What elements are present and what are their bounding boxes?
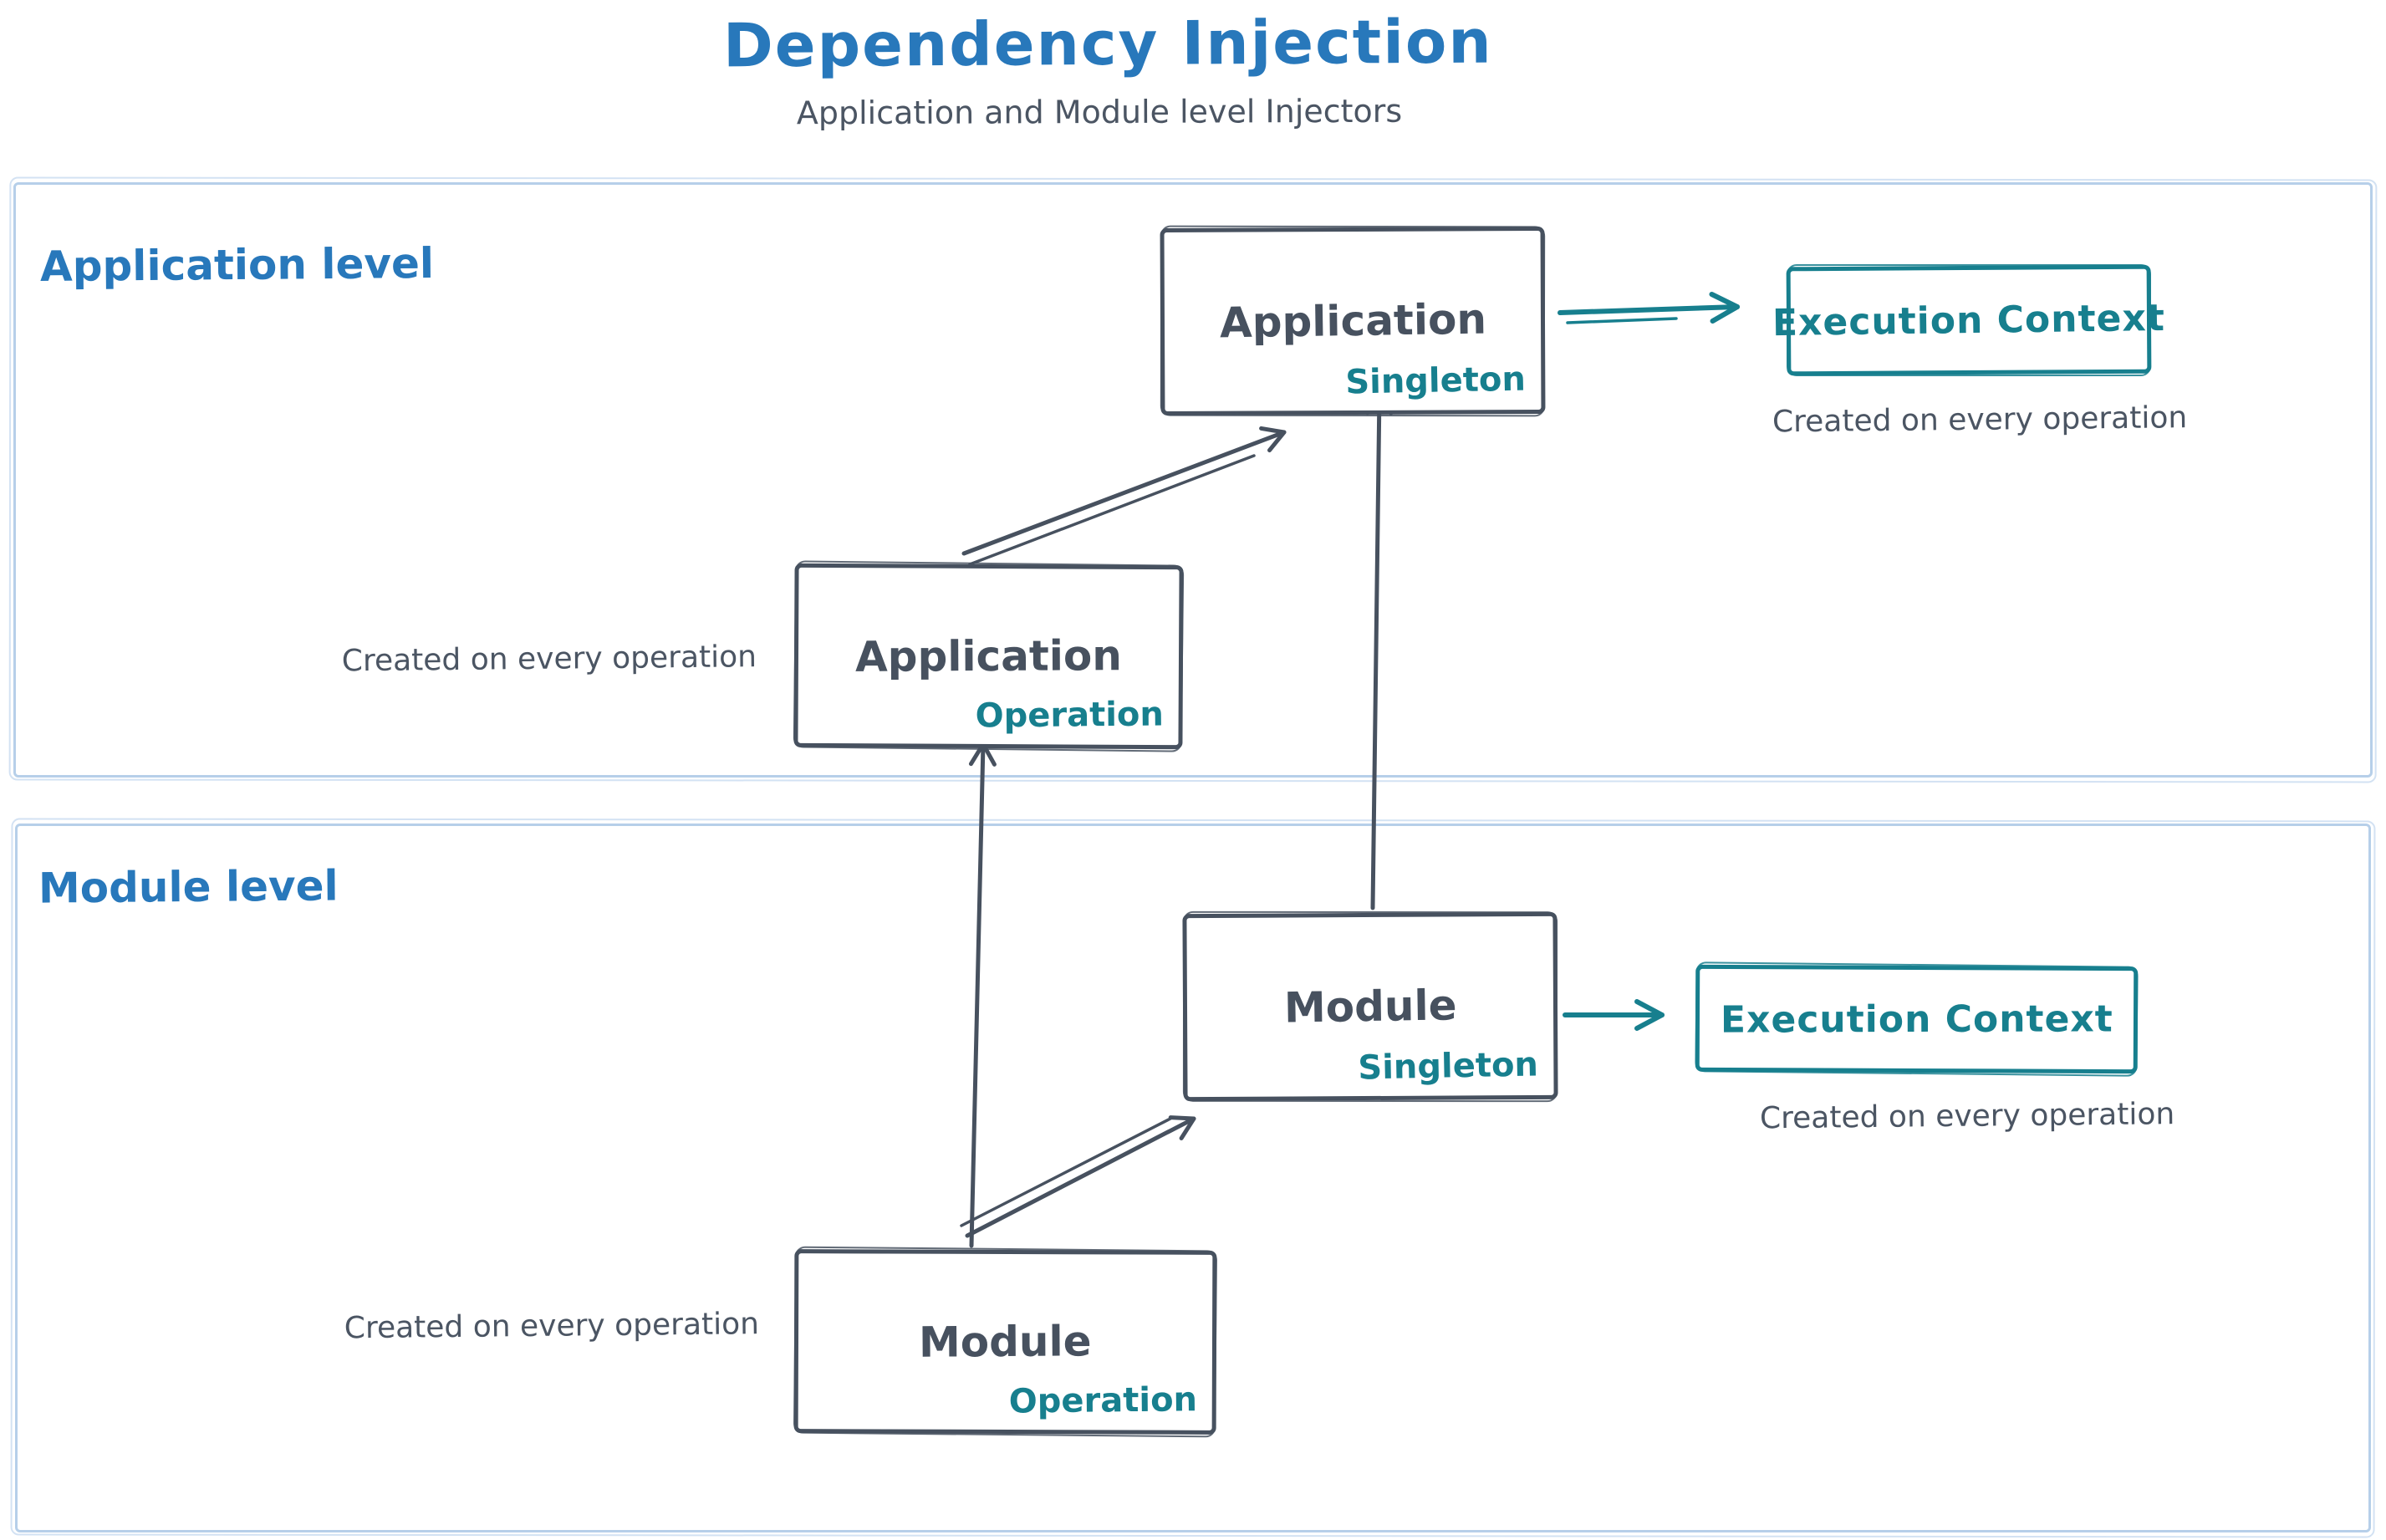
box-application-operation: Application Operation (793, 563, 1184, 750)
module-execution-context-title: Execution Context (1720, 997, 2113, 1042)
box-module-execution-context: Execution Context (1695, 964, 2139, 1074)
box-application-execution-context: Execution Context (1772, 264, 2165, 376)
box-module-operation-scope: Operation (1008, 1380, 1197, 1421)
module-level-label: Module level (38, 861, 339, 913)
application-execution-context-note: Created on every operation (1772, 400, 2188, 440)
application-execution-context-title: Execution Context (1772, 296, 2166, 344)
page-subtitle: Application and Module level Injectors (796, 92, 1403, 132)
box-module-singleton-title: Module (1283, 981, 1457, 1033)
box-application-operation-title: Application (854, 631, 1123, 681)
box-application-singleton-scope: Singleton (1345, 360, 1527, 402)
application-operation-note: Created on every operation (341, 640, 757, 679)
module-operation-note: Created on every operation (344, 1307, 760, 1346)
module-execution-context-note: Created on every operation (1759, 1097, 2175, 1136)
box-module-operation: Module Operation (793, 1249, 1217, 1435)
box-application-operation-scope: Operation (975, 695, 1164, 736)
box-module-singleton: Module Singleton (1182, 911, 1558, 1102)
page-title: Dependency Injection (722, 6, 1493, 81)
box-module-singleton-scope: Singleton (1358, 1045, 1539, 1088)
box-application-singleton-title: Application (1219, 294, 1486, 348)
diagram-header: Dependency Injection Application and Mod… (722, 6, 1493, 132)
box-module-operation-title: Module (919, 1317, 1092, 1367)
application-level-label: Application level (39, 238, 435, 292)
box-application-singleton: Application Singleton (1160, 226, 1546, 416)
